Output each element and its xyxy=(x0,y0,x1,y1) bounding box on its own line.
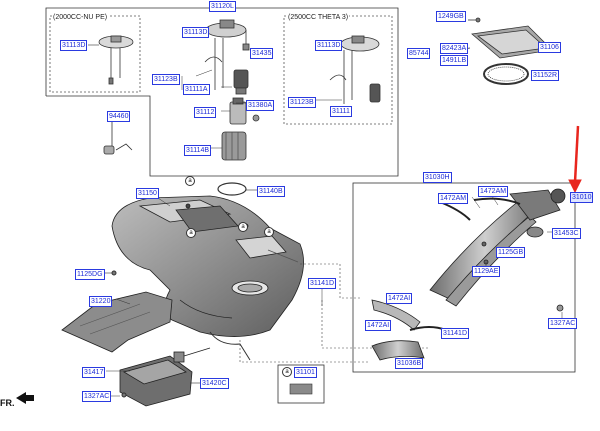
part-label[interactable]: 82423A xyxy=(440,43,469,54)
part-label[interactable]: 31141D xyxy=(441,328,470,339)
fr-arrow-icon xyxy=(16,392,34,404)
part-label[interactable]: 31112 xyxy=(194,107,217,118)
callout-a: a xyxy=(238,222,248,232)
part-label[interactable]: 1472AI xyxy=(365,320,392,331)
part-label[interactable]: 31380A xyxy=(246,100,275,111)
part-label[interactable]: 31140B xyxy=(257,186,285,197)
part-label[interactable]: 31123B xyxy=(152,74,180,85)
part-label[interactable]: 1472AM xyxy=(478,186,509,197)
part-label[interactable]: 31120L xyxy=(209,1,236,12)
pump-cover-parts xyxy=(440,17,553,85)
part-label[interactable]: 31152R xyxy=(531,70,560,81)
part-label[interactable]: 31417 xyxy=(82,367,106,378)
part-label[interactable]: 1472AI xyxy=(386,293,413,304)
callout-a: a xyxy=(186,228,196,238)
part-label[interactable]: 1472AM xyxy=(438,193,469,204)
part-label[interactable]: 31113D xyxy=(60,40,88,51)
part-label[interactable]: 1129AE xyxy=(472,266,501,277)
part-label[interactable]: 1125DG xyxy=(75,269,105,280)
part-label[interactable]: 1249GB xyxy=(436,11,466,22)
nu-pe-box xyxy=(49,15,141,93)
part-label[interactable]: 31113D xyxy=(315,40,343,51)
pump-module-theta xyxy=(329,35,381,104)
part-label[interactable]: 31114B xyxy=(184,145,212,156)
caption-nupe: (2000CC-NU PE) xyxy=(52,14,109,21)
part-label[interactable]: 31141D xyxy=(308,278,337,289)
canister xyxy=(119,347,211,407)
part-label[interactable]: 31036B xyxy=(395,358,424,369)
part-label-highlighted[interactable]: 31010 xyxy=(570,192,594,203)
inset-marker: a xyxy=(282,367,292,377)
part-label[interactable]: 94460 xyxy=(107,111,131,122)
part-label[interactable]: 31123B xyxy=(288,97,316,108)
inset-part xyxy=(289,383,313,395)
red-arrow xyxy=(568,125,582,194)
caption-theta3: (2500CC THETA 3) xyxy=(287,14,350,21)
fuel-tank xyxy=(111,195,304,337)
gasket-ring xyxy=(217,182,247,196)
filler-frame xyxy=(352,182,576,373)
pump-module-nupe xyxy=(98,35,134,85)
part-label[interactable]: 1327AC xyxy=(82,391,112,402)
part-label[interactable]: 31030H xyxy=(423,172,452,183)
connection-lines xyxy=(239,263,428,363)
part-label[interactable]: 31453C xyxy=(552,228,581,239)
part-label[interactable]: 31106 xyxy=(538,42,561,53)
part-label[interactable]: 1125GB xyxy=(496,247,526,258)
callout-a: a xyxy=(264,227,274,237)
part-label[interactable]: 31111A xyxy=(183,84,210,95)
callout-a: a xyxy=(185,176,195,186)
part-label[interactable]: 31113D xyxy=(182,27,210,38)
part-label[interactable]: 1327AC xyxy=(548,318,578,329)
pump-module-frame xyxy=(45,7,399,177)
heat-shield xyxy=(61,291,173,353)
part-label[interactable]: 31420C xyxy=(200,378,229,389)
part-label[interactable]: 85744 xyxy=(407,48,431,59)
part-label[interactable]: 1491LB xyxy=(440,55,469,66)
part-label[interactable]: 31220 xyxy=(89,296,113,307)
inset-31101-box xyxy=(277,364,325,404)
part-label[interactable]: 31150 xyxy=(136,188,159,199)
part-label[interactable]: 31435 xyxy=(250,48,274,59)
part-label[interactable]: 31111 xyxy=(330,106,352,117)
fr-label: FR. xyxy=(0,398,15,408)
pump-module-center xyxy=(204,19,260,161)
part-label[interactable]: 31101 xyxy=(294,367,317,378)
sensor-94460 xyxy=(103,120,133,155)
